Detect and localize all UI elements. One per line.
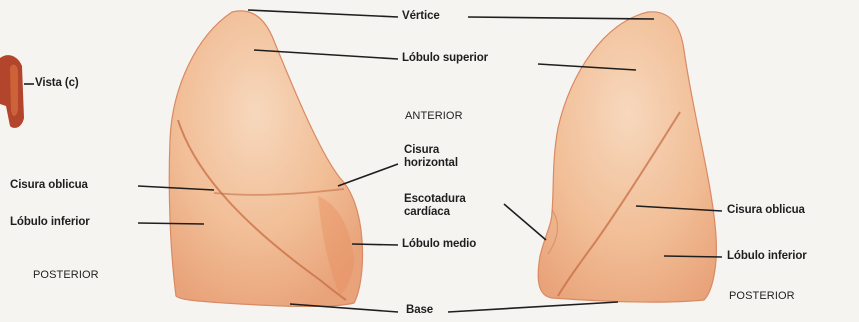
leader-base-left	[448, 302, 618, 312]
left-lung	[538, 12, 716, 302]
label-cardiac-notch: Escotadura cardíaca	[404, 193, 466, 219]
leader-middle-lobe	[352, 244, 398, 245]
leader-lower-lobe-right	[138, 223, 204, 224]
label-horizontal-fissure: Cisura horizontal	[404, 144, 458, 170]
view-thumbnail-icon	[0, 55, 24, 128]
leader-apex-right	[248, 10, 398, 17]
leader-horizontal-fissure	[338, 164, 398, 186]
label-posterior-right: POSTERIOR	[729, 290, 795, 303]
label-lower-lobe-right: Lóbulo inferior	[10, 216, 90, 229]
leader-lower-lobe-left	[664, 256, 722, 257]
label-posterior-left: POSTERIOR	[33, 269, 99, 282]
label-cardiac-notch-line1: Escotadura	[404, 193, 466, 206]
leader-apex-left	[468, 17, 654, 19]
label-oblique-fissure-left: Cisura oblicua	[727, 204, 805, 217]
leader-cardiac-notch	[504, 204, 546, 240]
label-upper-lobe: Lóbulo superior	[402, 52, 488, 65]
label-lower-lobe-left: Lóbulo inferior	[727, 250, 807, 263]
label-anterior: ANTERIOR	[405, 110, 463, 123]
label-horizontal-fissure-line1: Cisura	[404, 144, 458, 157]
label-base: Base	[406, 304, 433, 317]
label-horizontal-fissure-line2: horizontal	[404, 157, 458, 170]
label-middle-lobe: Lóbulo medio	[402, 238, 476, 251]
left-lung-shape	[538, 12, 716, 302]
label-apex: Vértice	[402, 10, 440, 23]
label-cardiac-notch-line2: cardíaca	[404, 206, 466, 219]
label-oblique-fissure-right: Cisura oblicua	[10, 179, 88, 192]
label-view: Vista (c)	[35, 77, 79, 90]
